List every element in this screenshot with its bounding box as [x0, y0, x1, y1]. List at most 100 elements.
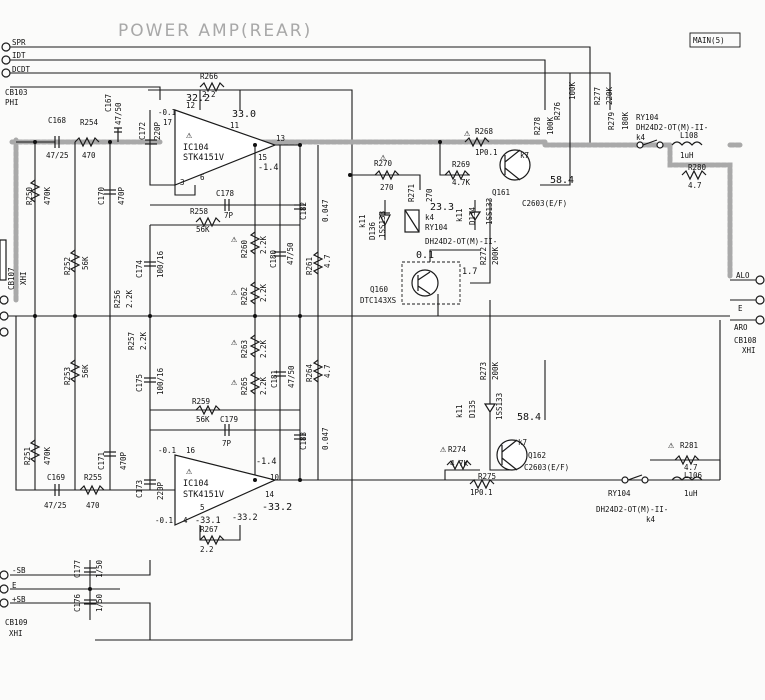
r266-value: 2.2: [202, 90, 216, 99]
cb107-xhi: XHI: [19, 271, 28, 285]
r260-value: 2.2K: [259, 235, 268, 254]
c181-value: 47/50: [287, 365, 296, 388]
upper-ic-name: IC104: [183, 143, 209, 153]
signal-idt: IDT: [12, 51, 26, 60]
c171-label: C171: [97, 452, 106, 470]
lower-input-wire: [15, 316, 175, 491]
c183-label: C183: [299, 432, 308, 450]
upper-pin-12: 12: [186, 101, 195, 110]
c176-label: C176: [73, 593, 82, 612]
r278-value: 100K: [546, 116, 555, 135]
ry104-top-k4: k4: [636, 133, 646, 142]
c174-label: C174: [135, 259, 144, 278]
c178-label: C178: [216, 189, 235, 198]
r277-label: R277: [593, 87, 602, 105]
upper-pin-3: 3: [180, 178, 185, 187]
c174-value: 100/16: [156, 250, 165, 278]
lower-v-m332b: -33.2: [262, 502, 292, 513]
r276-label: R276: [553, 101, 562, 120]
signal-spr: SPR: [12, 38, 26, 47]
signal-dcdt: DCDT: [12, 65, 31, 74]
r271-value: 270: [425, 188, 434, 202]
r270-label: R270: [374, 159, 393, 168]
r280-value: 4.7: [688, 181, 702, 190]
r281-value: 4.7: [684, 463, 698, 472]
q161-voltage: 58.4: [550, 175, 574, 186]
r281-warning: ⚠: [668, 440, 675, 451]
ry104-coil-part: DH24D2-OT(M)-II-: [425, 237, 497, 246]
r253-label: R253: [63, 367, 72, 385]
signal-e-bottom: E: [12, 581, 17, 590]
r251-value: 470K: [43, 446, 52, 465]
q161-label: Q161: [492, 188, 510, 197]
c168-value: 47/25: [46, 151, 69, 160]
l106-label: L106: [684, 471, 703, 480]
d134-label: D134: [468, 206, 477, 225]
phi-label: PHI: [5, 98, 19, 107]
r261-value: 4.7: [323, 254, 332, 268]
r277-value: 220K: [605, 86, 614, 105]
transistor-q162: k7 Q162 C2603(E/F): [496, 438, 569, 472]
r263-value: 2.2K: [259, 339, 268, 358]
r250-value: 470K: [43, 186, 52, 205]
wire-spr: [10, 46, 591, 145]
lower-v-58-4: 58.4: [517, 412, 541, 423]
c175-label: C175: [135, 374, 144, 392]
c179-value: 7P: [222, 439, 232, 448]
c176-value: 1/50: [95, 593, 104, 612]
signal-aro: ARO: [734, 323, 748, 332]
cb108-xhi: XHI: [742, 346, 756, 355]
transistor-q161: k7 Q161 C2603(E/F): [492, 149, 567, 208]
r274-warning: ⚠: [440, 444, 447, 455]
r265-label: R265: [240, 377, 249, 395]
upper-pin-13: 13: [276, 134, 285, 143]
r270-value: 270: [380, 183, 394, 192]
r268-warning: ⚠: [464, 128, 471, 139]
c167-label: C167: [104, 94, 113, 112]
d135-part: 1SS133: [495, 393, 504, 420]
lower-v-neg-b: -0.1: [155, 516, 173, 525]
c180-value: 47/50: [286, 242, 295, 265]
r274-label: R274: [448, 445, 467, 454]
upper-pin-15: 15: [258, 153, 267, 162]
r259-value: 56K: [196, 415, 210, 424]
junctions: [33, 140, 442, 591]
ry104-top-part: DH24D2-OT(M)-II-: [636, 123, 708, 132]
r262-value: 2.2K: [259, 283, 268, 302]
lower-v-neg-a: -0.1: [158, 446, 176, 455]
c172-label: C172: [138, 122, 147, 140]
upper-ic-warning: ⚠: [186, 130, 193, 141]
r279-label: R279: [607, 112, 616, 130]
c168-label: C168: [48, 116, 67, 125]
c175-value: 100/16: [156, 367, 165, 395]
q160-part: DTC143XS: [360, 296, 397, 305]
c178-value: 7P: [224, 211, 234, 220]
lower-v-m332: -33.2: [232, 513, 258, 523]
r252-label: R252: [63, 257, 72, 275]
upper-v-neg01: -0.1: [158, 108, 176, 117]
c179-label: C179: [220, 415, 238, 424]
r265-value: 2.2K: [259, 376, 268, 395]
r258-label: R258: [190, 207, 209, 216]
cb108-label: CB108: [734, 336, 757, 345]
c171-value: 470P: [119, 451, 128, 470]
r252-value: 56K: [81, 256, 90, 270]
wire-b1: [10, 86, 161, 100]
r260-label: R260: [240, 239, 249, 258]
r268-value: 1P0.1: [475, 148, 498, 157]
r264-label: R264: [305, 363, 314, 382]
r269-label: R269: [452, 160, 470, 169]
upper-ic104: ⚠ IC104 STK4151V 12 11 17 13 15 3 6 32.2…: [158, 90, 300, 196]
r268-label: R268: [475, 127, 494, 136]
diagram-title: POWER AMP(REAR): [118, 21, 312, 41]
upper-pin-17: 17: [163, 118, 172, 127]
r273-value: 200K: [491, 361, 500, 380]
lower-v-m331: -33.1: [195, 516, 221, 526]
transistor-q160: [411, 269, 439, 297]
r266-label: R266: [200, 72, 219, 81]
wire-idt: [10, 59, 546, 110]
wire-dcdt: [10, 72, 611, 110]
lower-pin-14: 14: [265, 490, 275, 499]
d-k11-lower: k11: [455, 404, 464, 418]
